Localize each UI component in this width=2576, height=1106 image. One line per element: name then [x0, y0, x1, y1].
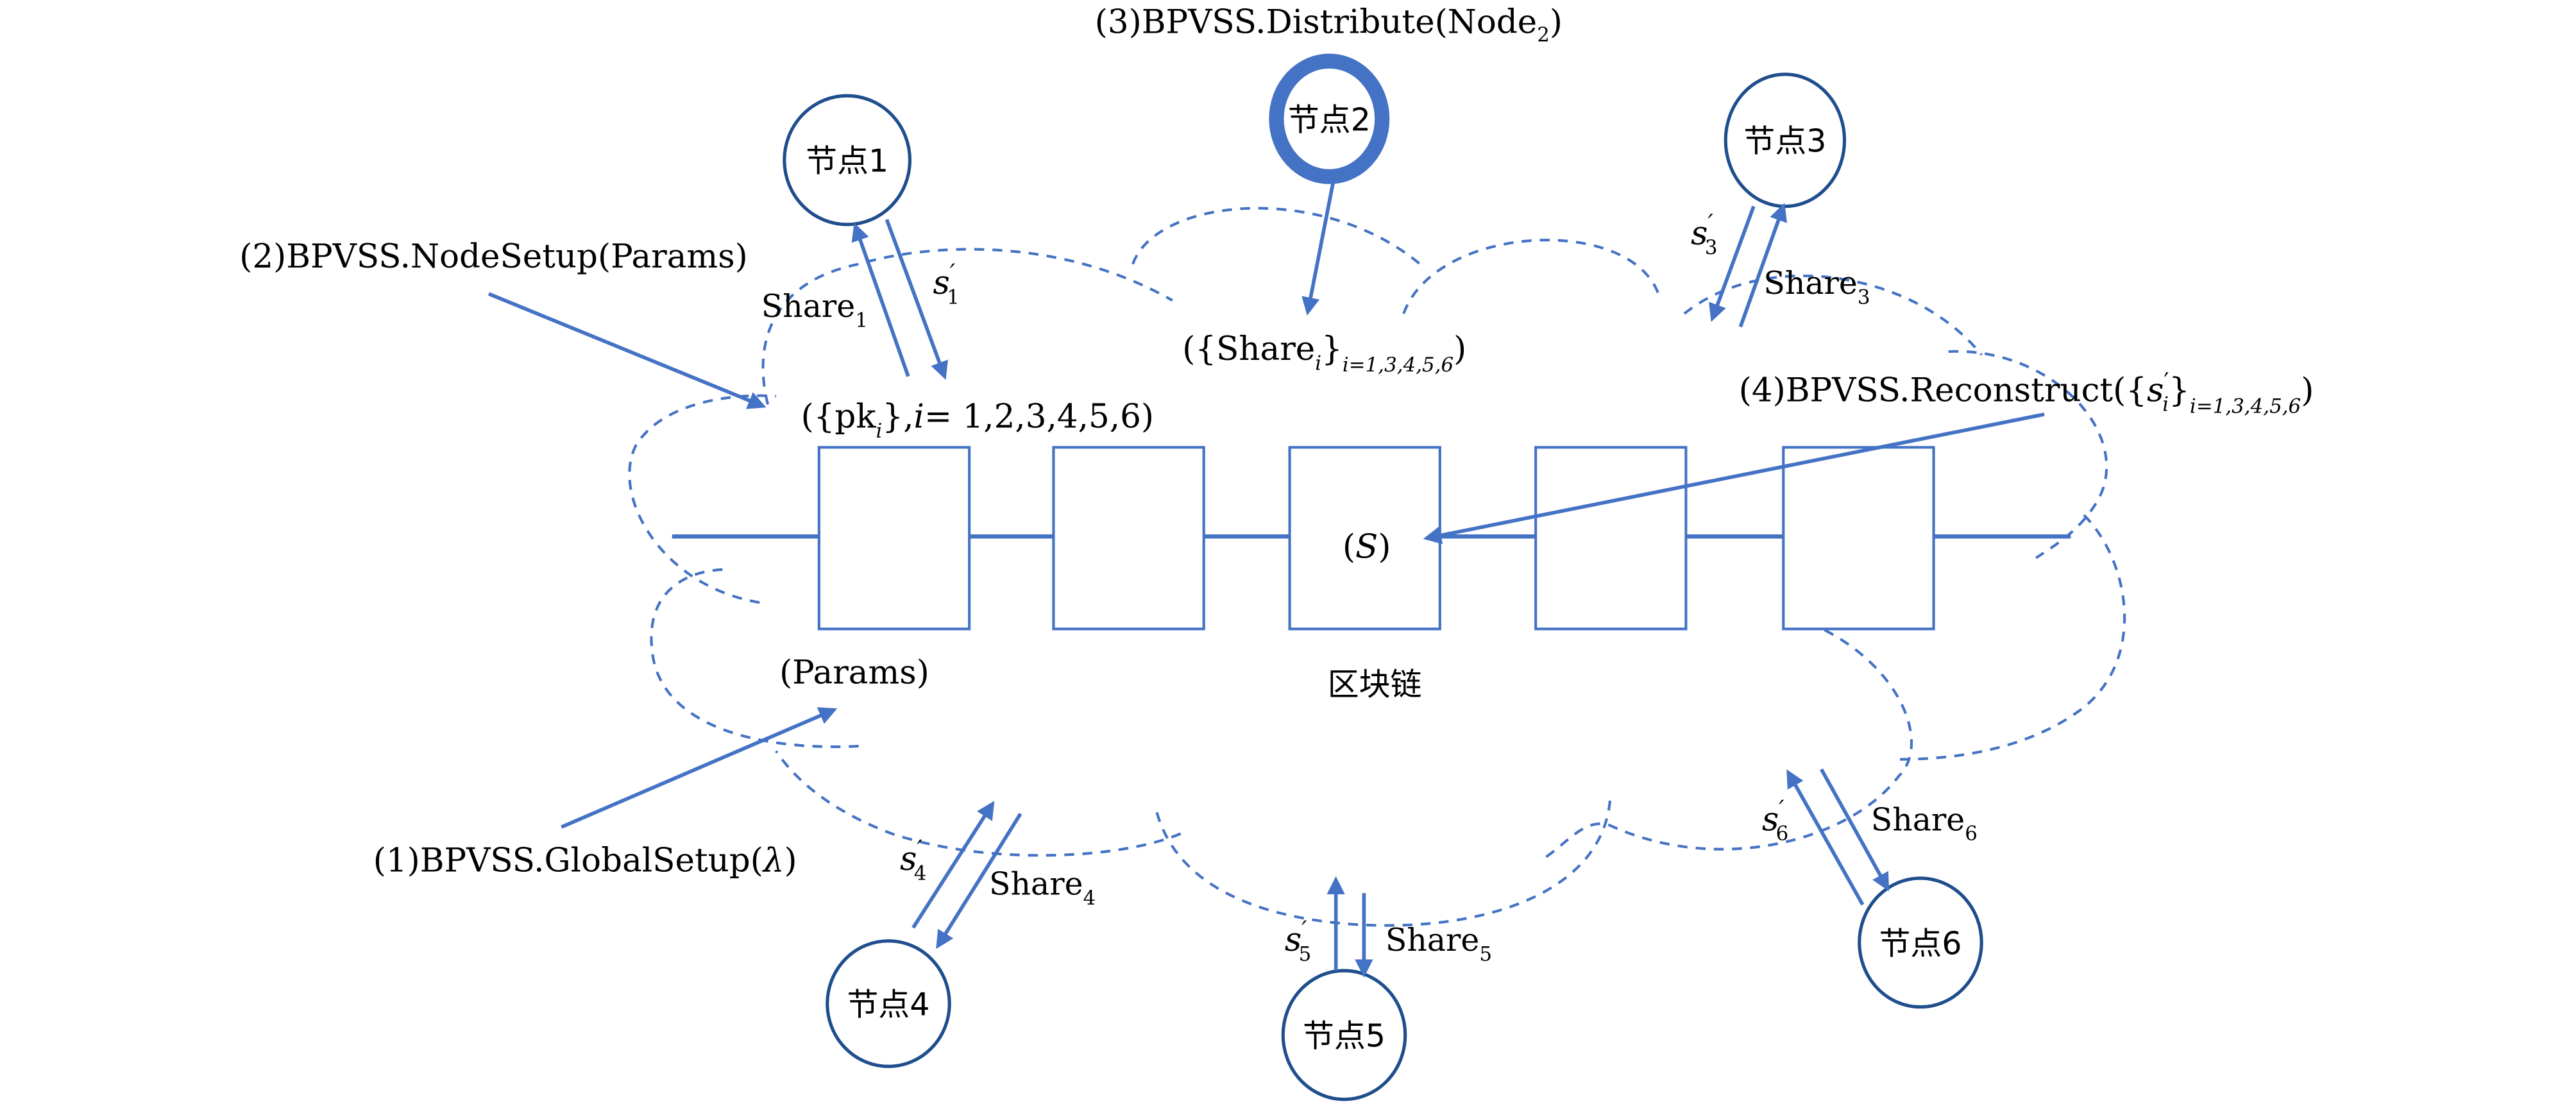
cloud-arc-left-upper: [628, 394, 777, 604]
node-5-circle: [1281, 969, 1407, 1102]
node-3-label: 节点3: [1743, 123, 1826, 160]
arrow-distribute: [1301, 176, 1336, 316]
arrow-share-1: [851, 223, 910, 377]
cloud-arc-bottom-center: [1155, 800, 1612, 927]
cloud-arc-left-lower: [650, 568, 859, 749]
secret-label: (S): [1343, 528, 1391, 566]
share-5-label: Share5: [1385, 922, 1492, 966]
node-6-label: 节点6: [1879, 925, 1962, 962]
block-2[interactable]: [1052, 446, 1205, 631]
node-6-circle: [1858, 876, 1983, 1009]
arrow-secret-6: [1786, 769, 1865, 906]
cloud-arc-bottom-left: [775, 750, 1182, 857]
arrow-share-4: [936, 813, 1022, 949]
node-4[interactable]: 节点4: [826, 939, 951, 1068]
secret-1-label: s′1: [933, 260, 960, 309]
node-6[interactable]: 节点6: [1858, 876, 1983, 1009]
blockchain-label: 区块链: [1328, 666, 1422, 702]
arrow-share-6: [1820, 768, 1890, 892]
arrow-global-setup: [561, 707, 838, 829]
pk-set-label: ({pki},i= 1,2,3,4,5,6): [801, 397, 1154, 442]
node-1-label: 节点1: [806, 143, 888, 180]
arrow-node-setup: [487, 292, 767, 409]
secret-6-label: s′6: [1762, 797, 1788, 846]
share-3-label: Share3: [1763, 265, 1870, 309]
secret-3-label: s′3: [1691, 210, 1717, 259]
step-global-setup: (1)BPVSS.GlobalSetup(λ): [373, 842, 797, 880]
node-1[interactable]: 节点1: [783, 94, 912, 226]
node-2-label: 节点2: [1288, 101, 1371, 138]
blockchain-cloud: [628, 207, 2126, 927]
share-6-label: Share6: [1871, 801, 1978, 845]
block-3[interactable]: [1288, 446, 1441, 631]
node-1-circle: [783, 94, 912, 226]
step-node-setup: (2)BPVSS.NodeSetup(Params): [239, 237, 747, 276]
arrow-reconstruct: [1423, 413, 2045, 545]
block-5[interactable]: [1782, 446, 1935, 631]
node-5-label: 节点5: [1303, 1017, 1385, 1054]
node-2[interactable]: 节点2: [1269, 53, 1390, 184]
node-2-circle: [1269, 53, 1390, 184]
params-label: (Params): [779, 653, 929, 692]
step-distribute: (3)BPVSS.Distribute(Node2): [1095, 3, 1563, 46]
node-4-label: 节点4: [847, 986, 930, 1023]
cloud-arc-top-left: [761, 248, 1173, 405]
arrow-secret-1: [885, 219, 948, 380]
shares-set-label: ({Sharei}i=1,3,4,5,6): [1182, 330, 1466, 377]
node-4-circle: [826, 939, 951, 1068]
step-reconstruct: (4)BPVSS.Reconstruct({s′i}i=1,3,4,5,6): [1739, 369, 2314, 418]
block-4[interactable]: [1534, 446, 1688, 631]
cloud-arc-right-lower: [1899, 514, 2126, 761]
cloud-arc-top-right-1: [1402, 239, 1661, 314]
cloud-arc-bottom-right: [1543, 621, 1913, 860]
node-5[interactable]: 节点5: [1281, 969, 1407, 1102]
arrow-share-3: [1738, 203, 1788, 328]
cloud-arc-top-center: [1131, 207, 1421, 266]
arrow-secret-4: [911, 801, 995, 929]
secret-5-label: s′5: [1285, 917, 1311, 966]
secret-4-label: s′4: [900, 836, 926, 885]
arrow-secret-3: [1709, 205, 1756, 322]
block-1[interactable]: [817, 446, 971, 631]
share-1-label: Share1: [761, 288, 868, 332]
node-3[interactable]: 节点3: [1724, 72, 1847, 208]
share-4-label: Share4: [989, 866, 1096, 910]
